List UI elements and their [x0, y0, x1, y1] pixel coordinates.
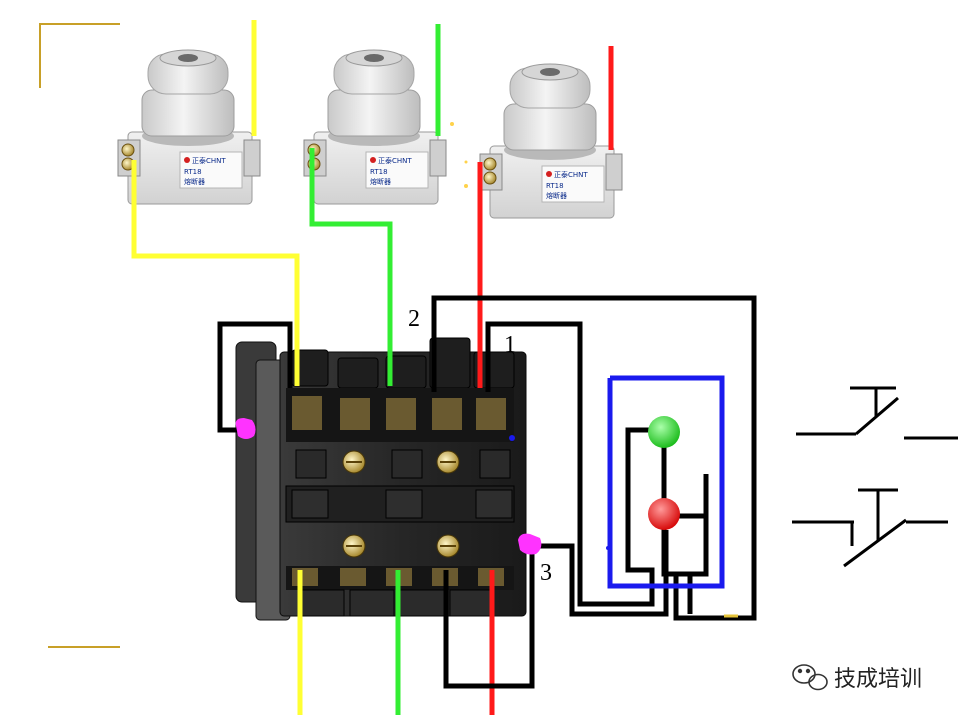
wire-yellow — [131, 20, 303, 715]
normally-open-pushbutton-symbol — [796, 386, 958, 440]
fuse-nameplate-brand: 正泰CHNT — [378, 156, 412, 165]
terminal-label-1: 1 — [504, 332, 516, 358]
wire-green — [309, 24, 441, 715]
fuse-nameplate-brand: 正泰CHNT — [192, 156, 226, 165]
watermark-text: 技成培训 — [834, 667, 922, 692]
ac-contactor — [235, 337, 527, 621]
red-indicator-lamp — [648, 498, 680, 530]
wire-red — [477, 46, 614, 715]
terminal-label-3: 3 — [540, 560, 552, 586]
fuse-nameplate-brand: 正泰CHNT — [554, 170, 588, 179]
fuse-3: 正泰CHNT RT18 熔断器 — [479, 63, 623, 219]
fuse-nameplate-model: RT18 — [546, 182, 564, 190]
fuse-nameplate-model: RT18 — [184, 168, 202, 176]
fuse-nameplate-text: 熔断器 — [184, 177, 205, 186]
wechat-icon — [792, 664, 828, 691]
slide-decoration — [39, 23, 120, 648]
fuse-2: 正泰CHNT RT18 熔断器 — [303, 49, 447, 205]
green-indicator-lamp — [648, 416, 680, 448]
fuse-nameplate-text: 熔断器 — [546, 191, 567, 200]
fuse-1: 正泰CHNT RT18 熔断器 — [117, 49, 261, 205]
terminal-label-2: 2 — [408, 306, 420, 332]
normally-closed-pushbutton-symbol — [792, 488, 948, 568]
connection-marker-coil-left — [235, 418, 256, 439]
fuse-nameplate-model: RT18 — [370, 168, 388, 176]
wire-blue — [607, 375, 725, 589]
connection-marker-terminal-3 — [518, 533, 542, 555]
wechat-watermark: 技成培训 — [792, 664, 922, 692]
fuse-nameplate-text: 熔断器 — [370, 177, 391, 186]
